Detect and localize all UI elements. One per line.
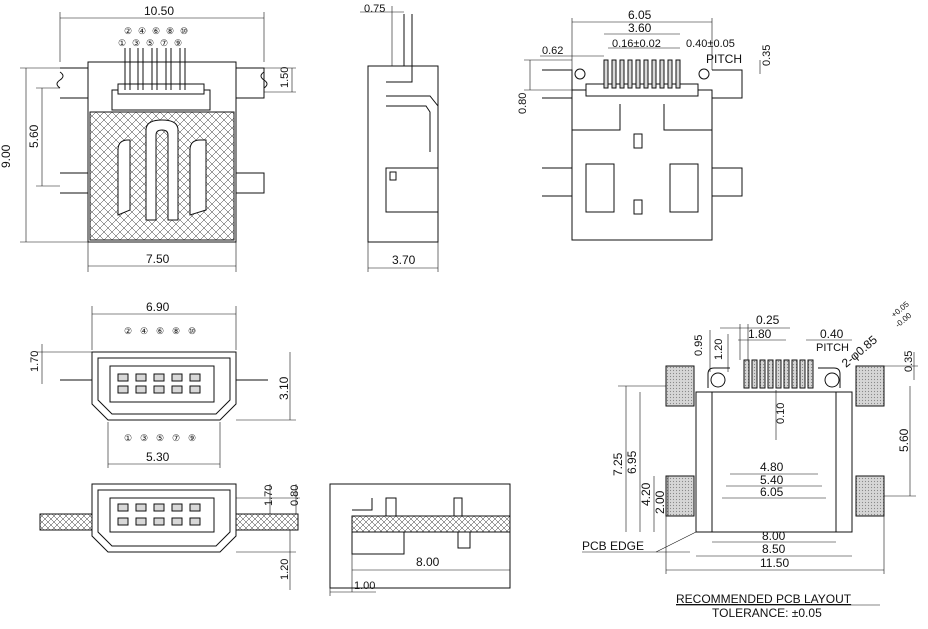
- dim-top-body-width: 7.50: [146, 252, 170, 266]
- dim-pcb-695: 6.95: [625, 450, 639, 474]
- dim-pcb-pitch: 0.40: [820, 327, 844, 341]
- dim-front-bottom-width: 5.30: [146, 450, 170, 464]
- top-pins: [124, 48, 186, 90]
- dim-mounted-c: 1.20: [279, 559, 291, 580]
- dim-mounted-a: 1.70: [263, 485, 275, 506]
- dim-front-upper-height: 1.70: [29, 351, 41, 372]
- dim-pcb-010: 0.10: [775, 403, 787, 424]
- side-view: 0.75 3.70: [360, 3, 439, 272]
- dim-pcb-200: 2.00: [653, 490, 667, 514]
- pad-bottom-right: [855, 475, 885, 517]
- signal-pads: [743, 359, 814, 389]
- pcb-pitch-label: PITCH: [816, 342, 849, 354]
- dim-front-top-pitch: 0.40±0.05: [686, 38, 735, 50]
- svg-text:⑦: ⑦: [160, 38, 168, 48]
- front-top-pins: [603, 59, 681, 89]
- dim-front-top-offset: 0.62: [542, 45, 563, 57]
- svg-text:⑥: ⑥: [152, 26, 160, 36]
- svg-text:①: ①: [124, 433, 132, 443]
- dim-pcb-850: 8.50: [762, 542, 786, 556]
- dim-front-height: 3.10: [277, 376, 291, 400]
- mounted-pin-contacts: [117, 503, 201, 526]
- pcb-outline: [695, 391, 853, 533]
- dim-pcb-1150: 11.50: [760, 556, 789, 570]
- dim-front-top-pin-width: 0.16±0.02: [612, 38, 661, 50]
- front-pin-labels-even: ② ④ ⑥ ⑧ ⑩: [124, 326, 196, 336]
- dim-pcb-pad-width: 0.25: [756, 313, 780, 327]
- dim-pcb-420: 4.20: [639, 482, 653, 506]
- dim-front-top-pin-span: 3.60: [628, 21, 652, 35]
- hole-right: [824, 372, 840, 388]
- top-pin-labels-even: ② ④ ⑥ ⑧ ⑩: [124, 26, 188, 36]
- dim-side-depth: 3.70: [392, 253, 416, 267]
- mounted-side-view: 8.00 1.00: [329, 483, 511, 596]
- svg-text:⑥: ⑥: [156, 326, 164, 336]
- svg-text:③: ③: [132, 38, 140, 48]
- svg-text:③: ③: [140, 433, 148, 443]
- dim-front-top-width: 6.05: [628, 8, 652, 22]
- dim-front-top-pin-height: 0.35: [761, 45, 773, 66]
- dim-pcb-800: 8.00: [762, 529, 786, 543]
- svg-text:⑩: ⑩: [180, 26, 188, 36]
- dim-front-width: 6.90: [146, 300, 170, 314]
- dim-pcb-035: 0.35: [903, 351, 915, 372]
- mounted-front-view: 1.70 0.80 1.20: [39, 483, 301, 590]
- front-top-view: 6.05 3.60 0.16±0.02 0.40±0.05 PITCH 0.62…: [517, 8, 773, 241]
- dim-top-height: 9.00: [0, 144, 13, 168]
- hole-left: [710, 372, 726, 388]
- dim-pcb-560: 5.60: [897, 428, 911, 452]
- dim-mounted-b: 0.80: [289, 485, 301, 506]
- svg-text:⑧: ⑧: [172, 326, 180, 336]
- front-pin-labels-odd: ① ③ ⑤ ⑦ ⑨: [124, 433, 196, 443]
- dim-pcb-480: 4.80: [760, 460, 784, 474]
- svg-text:②: ②: [124, 326, 132, 336]
- dim-pcb-605: 6.05: [760, 485, 784, 499]
- svg-text:④: ④: [140, 326, 148, 336]
- svg-text:⑦: ⑦: [172, 433, 180, 443]
- svg-text:⑤: ⑤: [156, 433, 164, 443]
- svg-text:②: ②: [124, 26, 132, 36]
- pcb-tolerance-label: TOLERANCE: ±0.05: [712, 606, 822, 620]
- top-pin-labels-odd: ① ③ ⑤ ⑦ ⑨: [118, 38, 182, 48]
- dim-pcb-540: 5.40: [760, 473, 784, 487]
- right-tab: [236, 67, 268, 99]
- svg-text:⑩: ⑩: [188, 326, 196, 336]
- top-view: 10.50 9.00 5.60 1.50 7.50 ② ④ ⑥ ⑧ ⑩ ① ③ …: [0, 4, 296, 272]
- svg-text:⑨: ⑨: [188, 433, 196, 443]
- dim-side-pin-offset: 0.75: [364, 3, 385, 15]
- left-tab: [56, 67, 89, 99]
- dim-front-top-lead-drop: 0.80: [517, 93, 529, 114]
- dim-pcb-pad-span: 1.80: [748, 327, 772, 341]
- pcb-layout: 0.25 1.80 0.40 PITCH 2-φ0.85 +0.05 -0.00…: [582, 299, 918, 620]
- pad-bottom-left: [665, 475, 695, 517]
- side-body: [367, 65, 439, 243]
- dim-mounted-side-length: 8.00: [416, 555, 440, 569]
- front-view: ② ④ ⑥ ⑧ ⑩ ① ③ ⑤ ⑦ ⑨ 6.90 5.30 1.70 3.10: [29, 300, 296, 468]
- top-body-hatch: [89, 111, 235, 241]
- svg-text:①: ①: [118, 38, 126, 48]
- dim-pcb-095: 0.95: [693, 335, 705, 356]
- dim-mounted-side-offset: 1.00: [354, 580, 375, 592]
- pad-top-right: [855, 365, 885, 407]
- front-pin-contacts: [117, 373, 201, 394]
- svg-text:⑨: ⑨: [174, 38, 182, 48]
- svg-text:④: ④: [138, 26, 146, 36]
- pcb-layout-title: RECOMMENDED PCB LAYOUT: [676, 592, 852, 606]
- dim-top-inner-height: 5.60: [27, 124, 41, 148]
- dim-pcb-120: 1.20: [713, 339, 725, 360]
- svg-text:⑧: ⑧: [166, 26, 174, 36]
- pad-top-left: [665, 365, 695, 407]
- dim-pcb-725: 7.25: [611, 452, 625, 476]
- dim-top-tab-height: 1.50: [279, 67, 291, 88]
- pcb-edge-label: PCB EDGE: [582, 539, 644, 553]
- mounted-side-frame: [329, 483, 511, 589]
- svg-text:⑤: ⑤: [146, 38, 154, 48]
- dim-top-width: 10.50: [144, 4, 174, 18]
- front-top-pitch-label: PITCH: [706, 52, 742, 66]
